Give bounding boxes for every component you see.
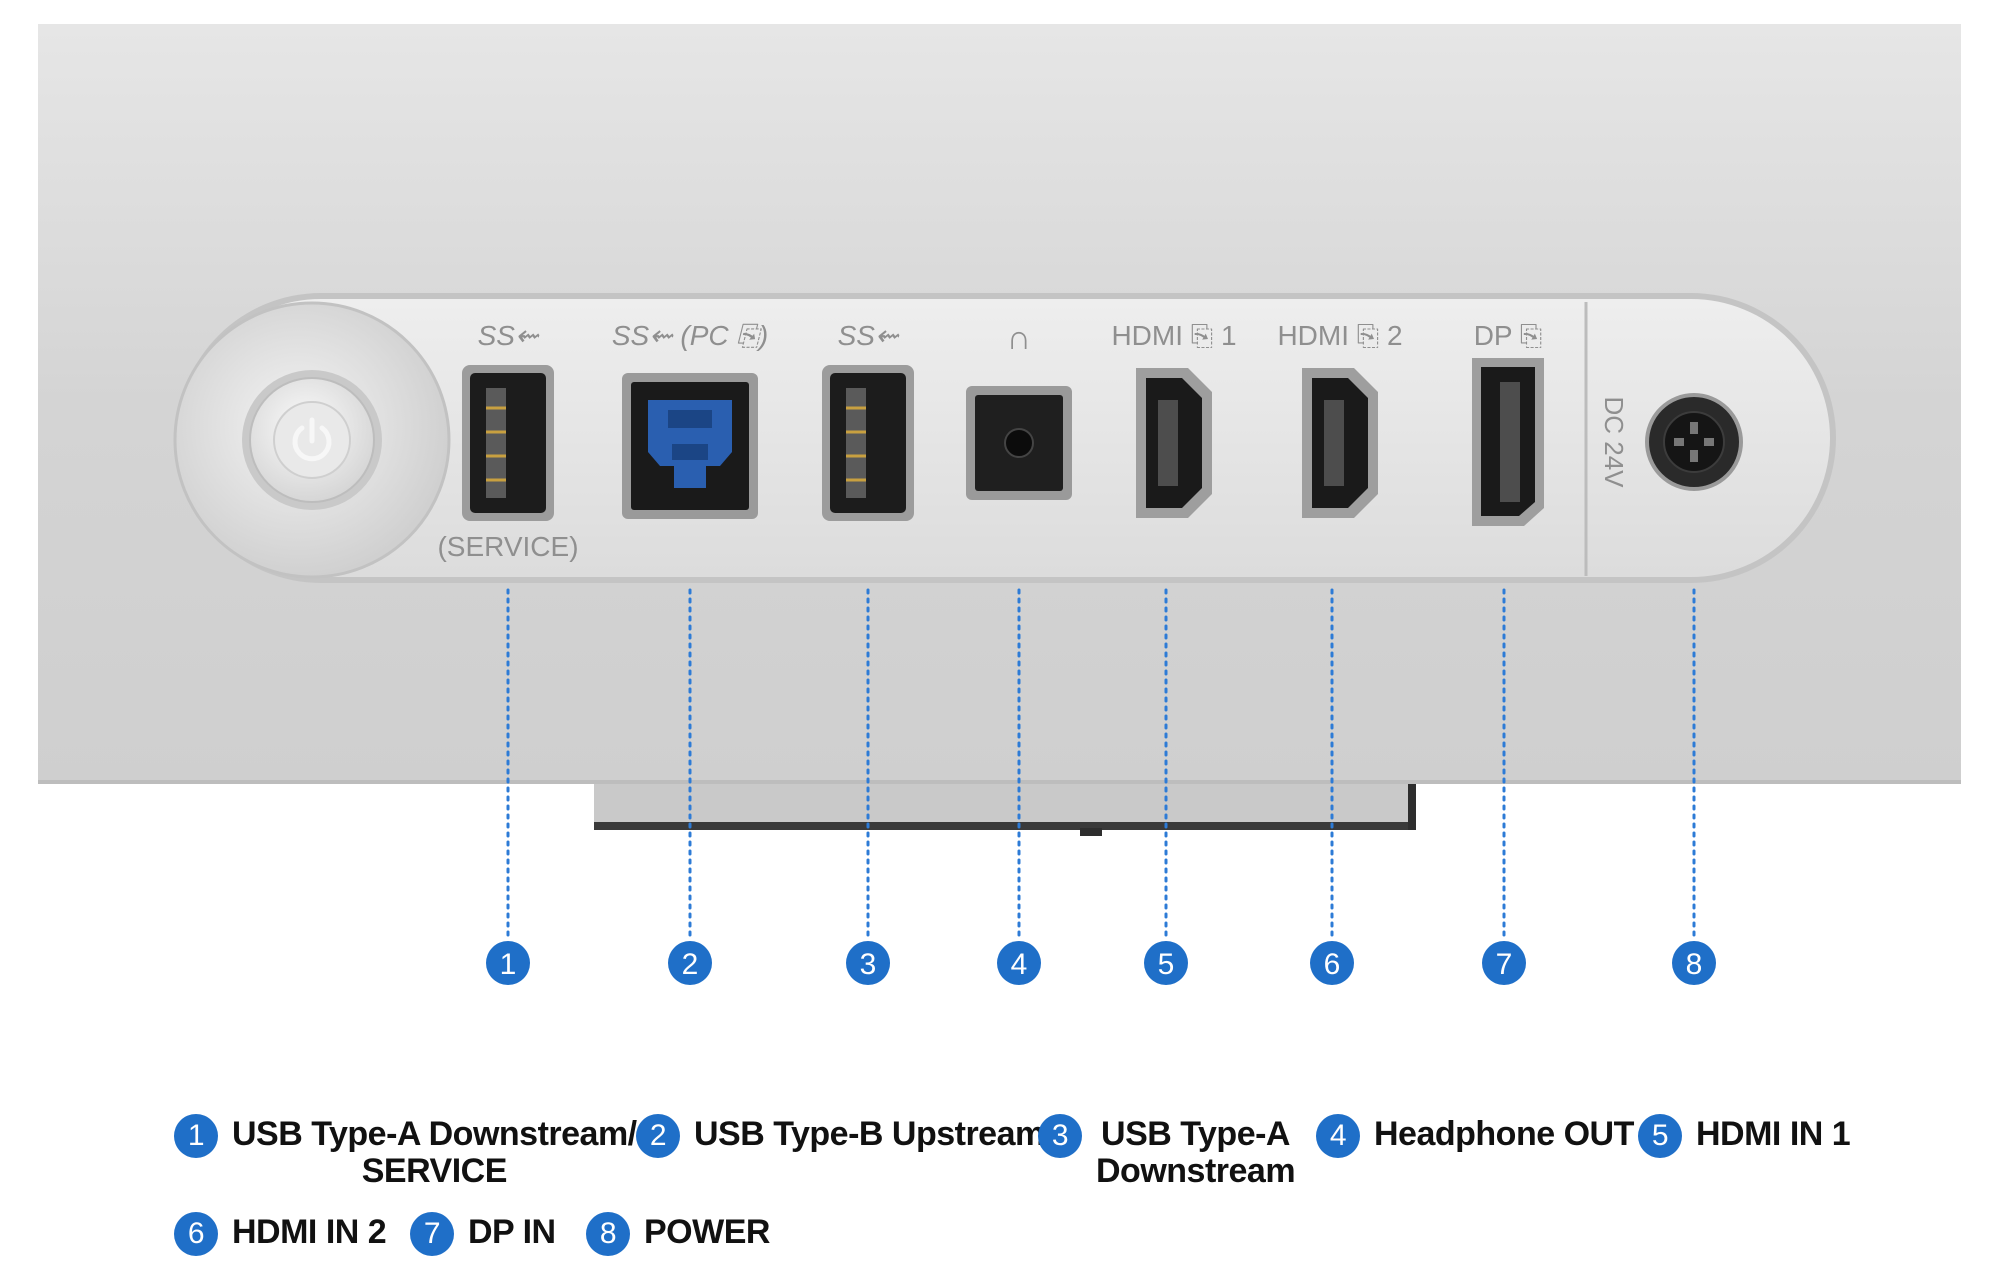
dp-marking: DP ⎘ [1474,320,1543,351]
callout-3: 3 [846,941,890,985]
callout-1: 1 [486,941,530,985]
usb-a-port-service [462,365,554,521]
legend-item-8: 8 POWER [586,1212,770,1256]
callout-8: 8 [1672,941,1716,985]
headphone-icon: ∩ [1007,319,1031,357]
legend-label: Headphone OUT [1374,1115,1634,1153]
hdmi2-marking: HDMI ⎘ 2 [1277,320,1402,351]
svg-text:1: 1 [500,948,517,981]
legend-badge: 5 [1638,1114,1682,1158]
legend-label: HDMI IN 2 [232,1213,387,1251]
usb-a-port [822,365,914,521]
usb-b-port [622,373,758,519]
legend-item-1: 1 USB Type-A Downstream/ SERVICE [174,1114,637,1190]
callout-7: 7 [1482,941,1526,985]
legend-badge: 1 [174,1114,218,1158]
svg-text:7: 7 [1496,948,1513,981]
svg-text:2: 2 [682,948,699,981]
legend-label: USB Type-A Downstream/ SERVICE [232,1115,637,1190]
dc-power-port [1645,393,1743,491]
svg-text:3: 3 [860,948,877,981]
housing-bottom-edge [38,780,1961,784]
power-button[interactable] [173,301,451,579]
callout-4: 4 [997,941,1041,985]
service-marking: (SERVICE) [437,531,578,562]
usb2-marking: SS⇜ (PC ⎘) [612,320,768,351]
power-icon [292,417,332,462]
legend-label: USB Type-A Downstream [1096,1115,1296,1190]
legend-badge: 8 [586,1212,630,1256]
svg-text:8: 8 [1686,948,1703,981]
legend-item-7: 7 DP IN [410,1212,556,1256]
headphone-jack [966,386,1072,500]
svg-text:6: 6 [1324,948,1341,981]
hdmi-port-1 [1136,368,1212,518]
usb1-marking: SS⇜ [478,320,540,351]
legend-badge: 3 [1038,1114,1082,1158]
legend-item-3: 3 USB Type-A Downstream [1038,1114,1296,1190]
legend-badge: 2 [636,1114,680,1158]
legend-item-2: 2 USB Type-B Upstream [636,1114,1045,1158]
legend-item-4: 4 Headphone OUT [1316,1114,1634,1158]
legend-badge: 4 [1316,1114,1360,1158]
hdmi-port-2 [1302,368,1378,518]
legend-label: POWER [644,1213,770,1251]
callout-2: 2 [668,941,712,985]
dc24v-marking: DC 24V [1599,396,1629,488]
svg-text:5: 5 [1158,948,1175,981]
legend-badge: 7 [410,1212,454,1256]
legend-label: USB Type-B Upstream [694,1115,1045,1153]
legend-label: DP IN [468,1213,556,1251]
svg-text:4: 4 [1011,948,1028,981]
usb3-marking: SS⇜ [838,320,900,351]
callout-6: 6 [1310,941,1354,985]
stand-neck [594,784,1416,836]
hdmi1-marking: HDMI ⎘ 1 [1111,320,1236,351]
legend-label: HDMI IN 1 [1696,1115,1851,1153]
callout-5: 5 [1144,941,1188,985]
displayport-port [1472,358,1544,526]
legend-badge: 6 [174,1212,218,1256]
legend-item-5: 5 HDMI IN 1 [1638,1114,1851,1158]
legend-item-6: 6 HDMI IN 2 [174,1212,387,1256]
